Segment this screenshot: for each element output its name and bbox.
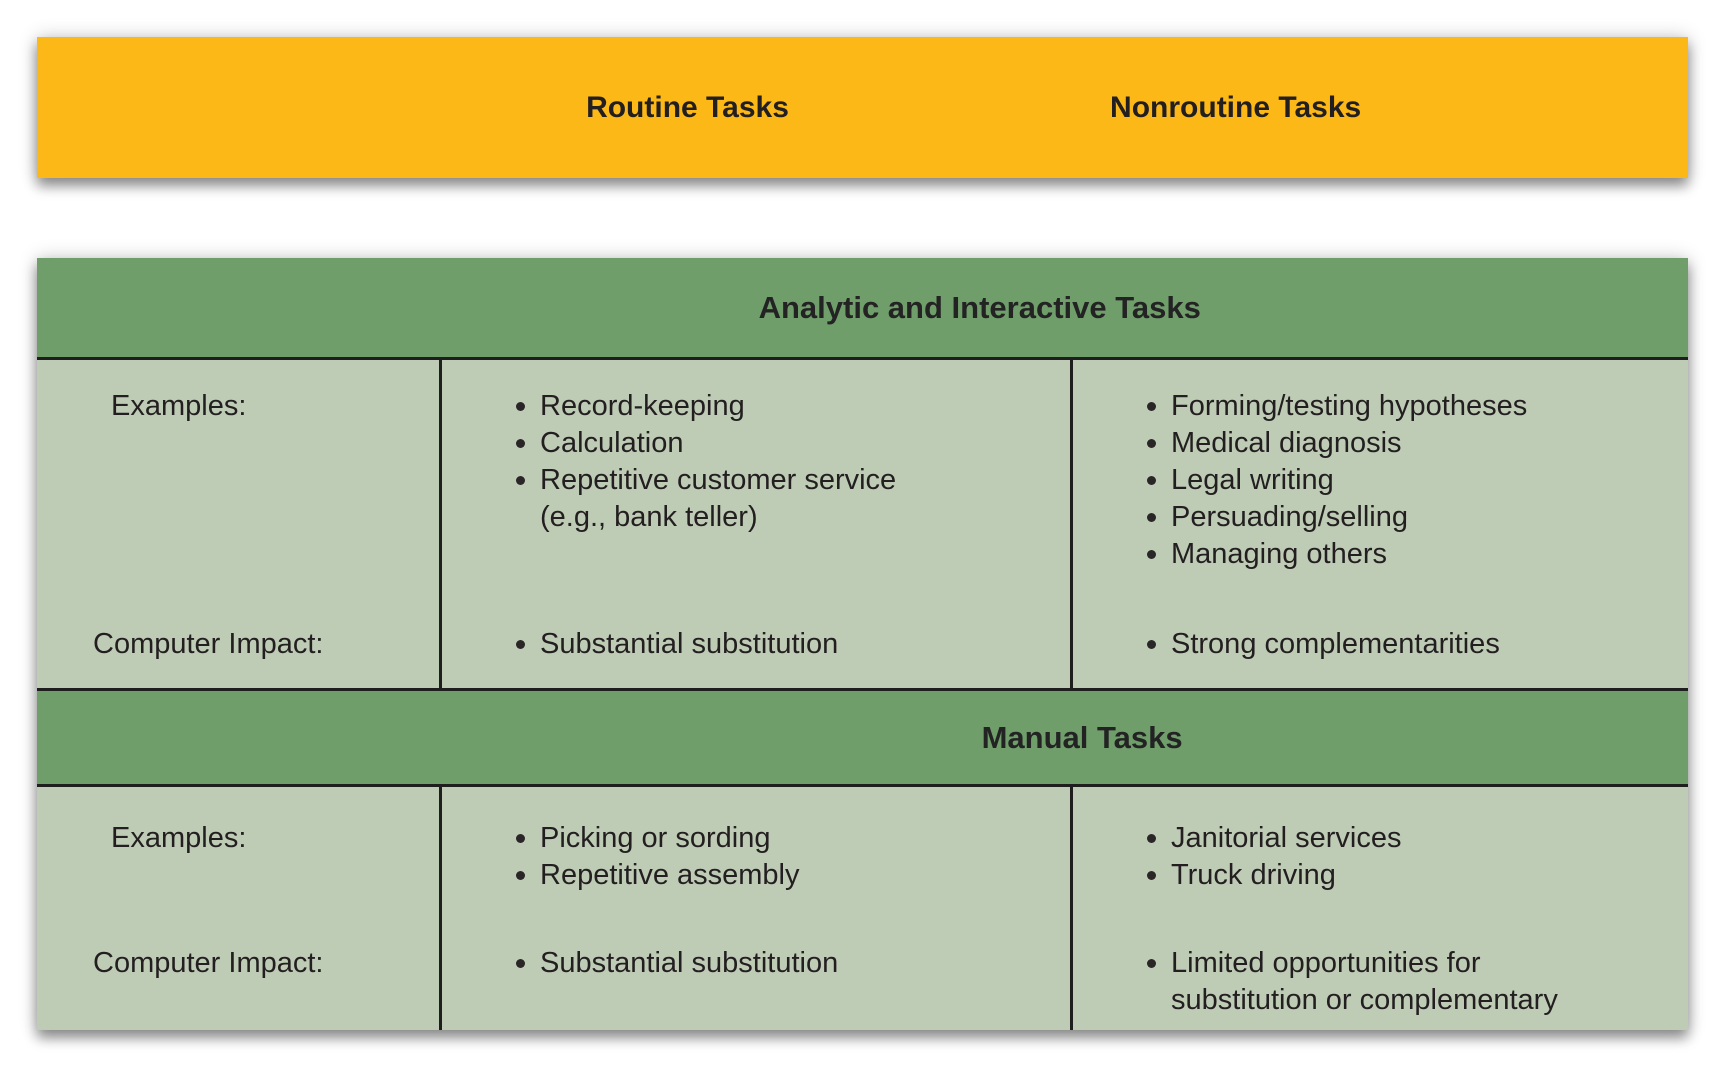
bullet-text: Legal writing [1171, 464, 1334, 496]
bullet-icon [1135, 462, 1171, 485]
list-item: Legal writing [1135, 462, 1680, 499]
manual-band-title: Manual Tasks [981, 719, 1183, 755]
examples-label: Examples: [111, 390, 247, 422]
row-label-column-manual: Examples: Computer Impact: [37, 787, 439, 1030]
section-band-manual: Manual Tasks [37, 688, 1688, 787]
routine-manual-cell: Picking or sording Repetitive assembly [439, 787, 1070, 1030]
bullet-icon [504, 425, 540, 448]
nonroutine-tasks-header: Nonroutine Tasks [1110, 90, 1362, 124]
bullet-text: Strong complementarities [1171, 628, 1500, 660]
list-item: Repetitive assembly [504, 857, 1062, 894]
bullet-text: Repetitive assembly [540, 859, 800, 891]
row-label-column-analytic: Examples: Computer Impact: [37, 360, 439, 688]
list-item: Medical diagnosis [1135, 425, 1680, 462]
bullet-text: Picking or sording [540, 822, 771, 854]
list-item: Repetitive customer service (e.g., bank … [504, 462, 1062, 536]
bullet-text: Persuading/selling [1171, 501, 1408, 533]
routine-analytic-examples-list: Record-keeping Calculation Repetitive cu… [442, 360, 1070, 536]
bullet-icon [504, 626, 540, 649]
task-table: Analytic and Interactive Tasks Examples:… [37, 258, 1688, 1030]
list-item: Substantial substitution [504, 626, 1062, 663]
bullet-icon [1135, 425, 1171, 448]
bullet-icon [504, 945, 540, 968]
bullet-text: Truck driving [1171, 859, 1336, 891]
list-item: Substantial substitution [504, 945, 1062, 982]
nonroutine-manual-impact-list: Limited opportunities for substitution o… [1073, 945, 1688, 1019]
column-header-bar: Routine Tasks Nonroutine Tasks [37, 37, 1688, 178]
routine-analytic-impact-list: Substantial substitution [442, 626, 1070, 663]
list-item: Picking or sording [504, 820, 1062, 857]
bullet-text: Substantial substitution [540, 947, 839, 979]
analytic-section: Examples: Computer Impact: Record-keepin… [37, 360, 1688, 688]
bullet-icon [504, 857, 540, 880]
nonroutine-manual-cell: Janitorial services Truck driving Limit [1070, 787, 1688, 1030]
bullet-icon [1135, 857, 1171, 880]
nonroutine-analytic-cell: Forming/testing hypotheses Medical diagn… [1070, 360, 1688, 688]
nonroutine-analytic-examples-list: Forming/testing hypotheses Medical diagn… [1073, 360, 1688, 573]
bullet-text: Calculation [540, 427, 684, 459]
bullet-text: Janitorial services [1171, 822, 1402, 854]
list-item: Truck driving [1135, 857, 1680, 894]
list-item: Calculation [504, 425, 1062, 462]
nonroutine-analytic-impact-list: Strong complementarities [1073, 626, 1688, 663]
bullet-text: Forming/testing hypotheses [1171, 390, 1528, 422]
routine-manual-examples-list: Picking or sording Repetitive assembly [442, 787, 1070, 894]
list-item: Limited opportunities for substitution o… [1135, 945, 1680, 1019]
bullet-icon [1135, 499, 1171, 522]
bullet-icon [504, 820, 540, 843]
bullet-text: Medical diagnosis [1171, 427, 1402, 459]
list-item: Persuading/selling [1135, 499, 1680, 536]
bullet-text: Repetitive customer service (e.g., bank … [540, 464, 897, 533]
bullet-icon [504, 462, 540, 485]
bullet-text: Managing others [1171, 538, 1388, 570]
computer-impact-label: Computer Impact: [93, 628, 324, 660]
routine-manual-impact-list: Substantial substitution [442, 945, 1070, 982]
list-item: Managing others [1135, 536, 1680, 573]
bullet-icon [1135, 536, 1171, 559]
bullet-text: Limited opportunities for substitution o… [1171, 947, 1558, 1016]
routine-analytic-cell: Record-keeping Calculation Repetitive cu… [439, 360, 1070, 688]
examples-label: Examples: [111, 822, 247, 854]
bullet-icon [1135, 820, 1171, 843]
routine-tasks-header: Routine Tasks [586, 90, 789, 124]
bullet-icon [1135, 945, 1171, 968]
list-item: Record-keeping [504, 388, 1062, 425]
list-item: Strong complementarities [1135, 626, 1680, 663]
bullet-text: Record-keeping [540, 390, 745, 422]
manual-section: Examples: Computer Impact: Picking or so… [37, 787, 1688, 1030]
bullet-text: Substantial substitution [540, 628, 839, 660]
bullet-icon [504, 388, 540, 411]
bullet-icon [1135, 388, 1171, 411]
nonroutine-manual-examples-list: Janitorial services Truck driving [1073, 787, 1688, 894]
computer-impact-label: Computer Impact: [93, 947, 324, 979]
section-band-analytic: Analytic and Interactive Tasks [37, 258, 1688, 360]
list-item: Forming/testing hypotheses [1135, 388, 1680, 425]
list-item: Janitorial services [1135, 820, 1680, 857]
bullet-icon [1135, 626, 1171, 649]
analytic-band-title: Analytic and Interactive Tasks [758, 289, 1201, 325]
